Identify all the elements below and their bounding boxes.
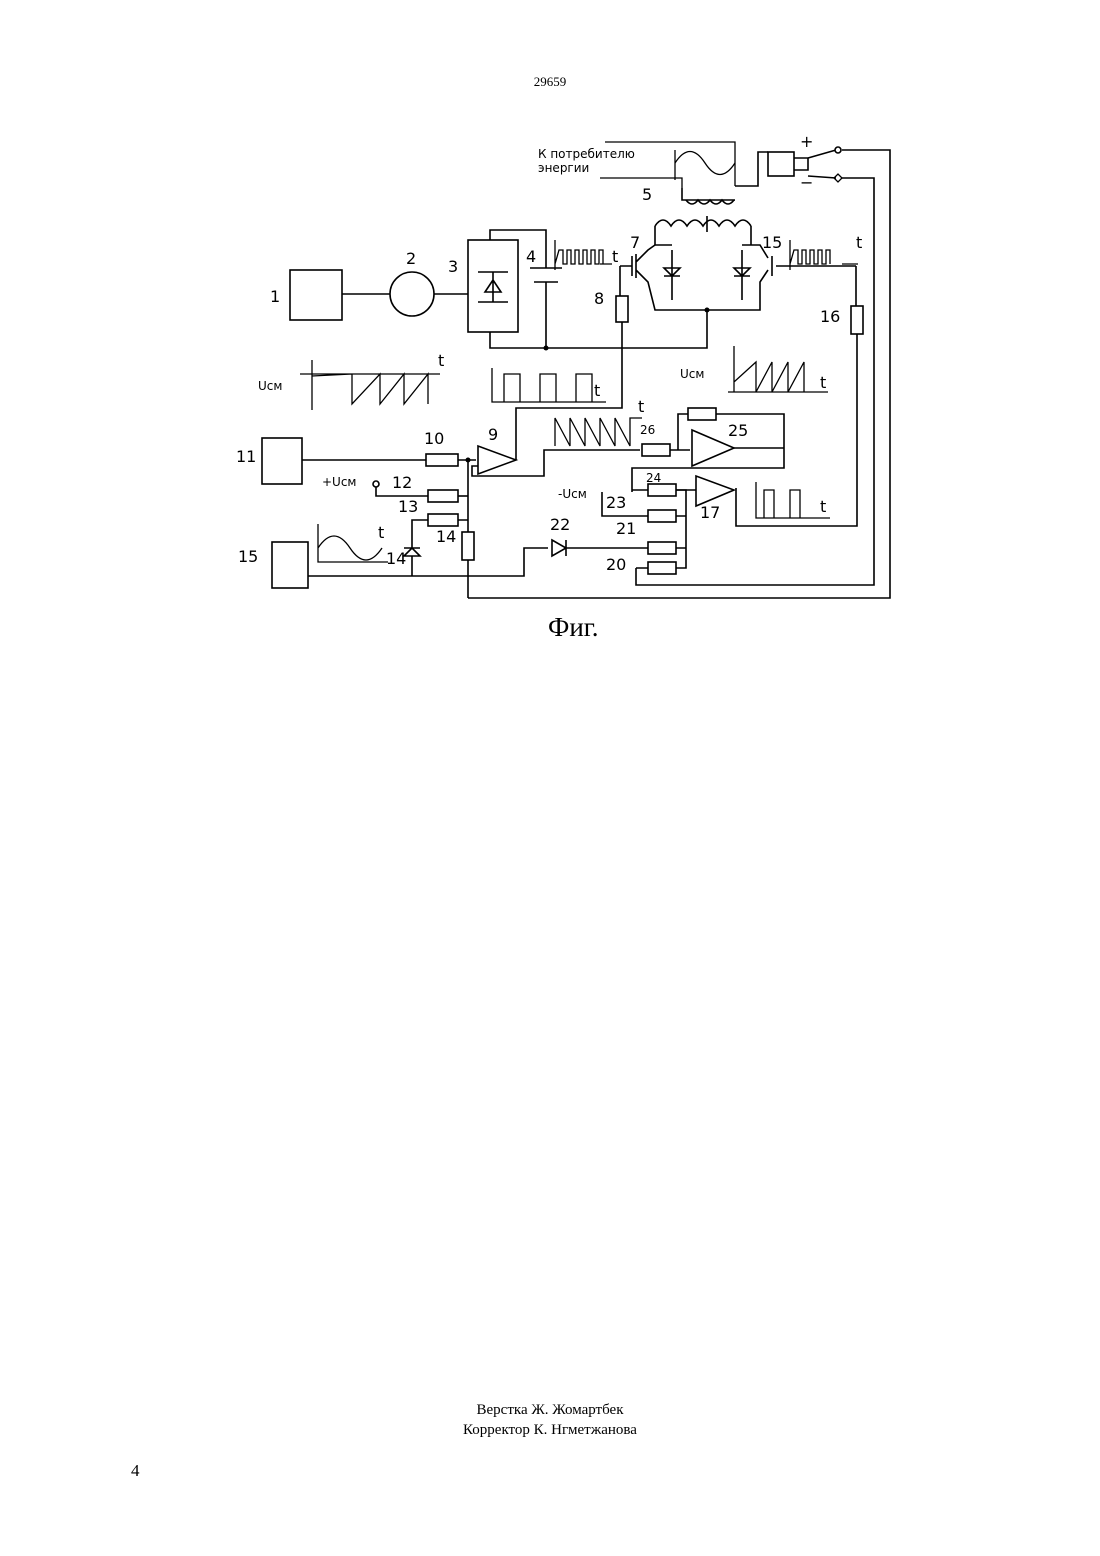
consumer-label-line1: К потребителю	[538, 147, 635, 161]
plus-sign: +	[800, 132, 813, 151]
circuit-diagram: К потребителю энергии 5 + − 1 2 3 4 t 7 …	[222, 124, 902, 656]
t-label-5: t	[638, 397, 644, 416]
resistor-10	[426, 454, 458, 466]
block-11	[262, 438, 302, 484]
label-22: 22	[550, 515, 570, 534]
sine-icon	[675, 152, 735, 175]
figure-caption: Фиг.	[548, 612, 599, 643]
label-17: 15	[762, 233, 782, 252]
resistor-20a	[648, 542, 676, 554]
layout-credit: Верстка Ж. Жомартбек	[0, 1400, 1100, 1420]
label-15: 15	[238, 547, 258, 566]
bias-neg-label: -Uсм	[558, 487, 587, 501]
label-10: 10	[424, 429, 444, 448]
label-9: 9	[488, 425, 498, 444]
resistor-20	[648, 562, 676, 574]
credits: Верстка Ж. Жомартбек Корректор К. Нгметж…	[0, 1400, 1100, 1440]
bias-label-2: Uсм	[680, 367, 704, 381]
resistor-16	[462, 532, 474, 560]
label-16: 14	[436, 527, 456, 546]
label-25: 25	[728, 421, 748, 440]
generator-2	[390, 272, 434, 316]
label-3: 3	[448, 257, 458, 276]
bias-label-1: Uсм	[258, 379, 282, 393]
label-12: 12	[392, 473, 412, 492]
label-8: 8	[594, 289, 604, 308]
resistor-12	[428, 490, 458, 502]
label-26: 26	[640, 423, 655, 437]
consumer-label-line2: энергии	[538, 161, 589, 175]
label-7: 7	[630, 233, 640, 252]
proofreader-credit: Корректор К. Нгметжанова	[0, 1420, 1100, 1440]
label-13: 13	[398, 497, 418, 516]
t-label-2: t	[856, 233, 862, 252]
t-label-3: t	[438, 351, 444, 370]
block-15	[272, 542, 308, 588]
t-label-4: t	[594, 381, 600, 400]
resistor-8	[616, 296, 628, 322]
label-19: 17	[700, 503, 720, 522]
resistor-13	[428, 514, 458, 526]
label-1: 1	[270, 287, 280, 306]
label-20: 20	[606, 555, 626, 574]
comparator-9	[478, 446, 516, 474]
block-1	[290, 270, 342, 320]
resistor-18	[851, 306, 863, 334]
label-23: 23	[606, 493, 626, 512]
bias-pos-label: +Uсм	[322, 475, 357, 489]
label-2: 2	[406, 249, 416, 268]
t-label-7: t	[820, 497, 826, 516]
resistor-23	[648, 510, 676, 522]
label-4: 4	[526, 247, 536, 266]
label-21: 21	[616, 519, 636, 538]
label-11: 11	[236, 447, 256, 466]
t-label-1: t	[612, 247, 618, 266]
label-5: 5	[642, 185, 652, 204]
document-number: 29659	[0, 74, 1100, 90]
comparator-19	[696, 476, 734, 506]
t-label-8: t	[378, 523, 384, 542]
t-label-6: t	[820, 373, 826, 392]
resistor-26	[642, 444, 670, 456]
label-18: 16	[820, 307, 840, 326]
label-14: 14	[386, 549, 406, 568]
page-number: 4	[131, 1461, 140, 1481]
resistor-24	[648, 484, 676, 496]
label-24: 24	[646, 471, 661, 485]
minus-sign: −	[800, 173, 813, 192]
